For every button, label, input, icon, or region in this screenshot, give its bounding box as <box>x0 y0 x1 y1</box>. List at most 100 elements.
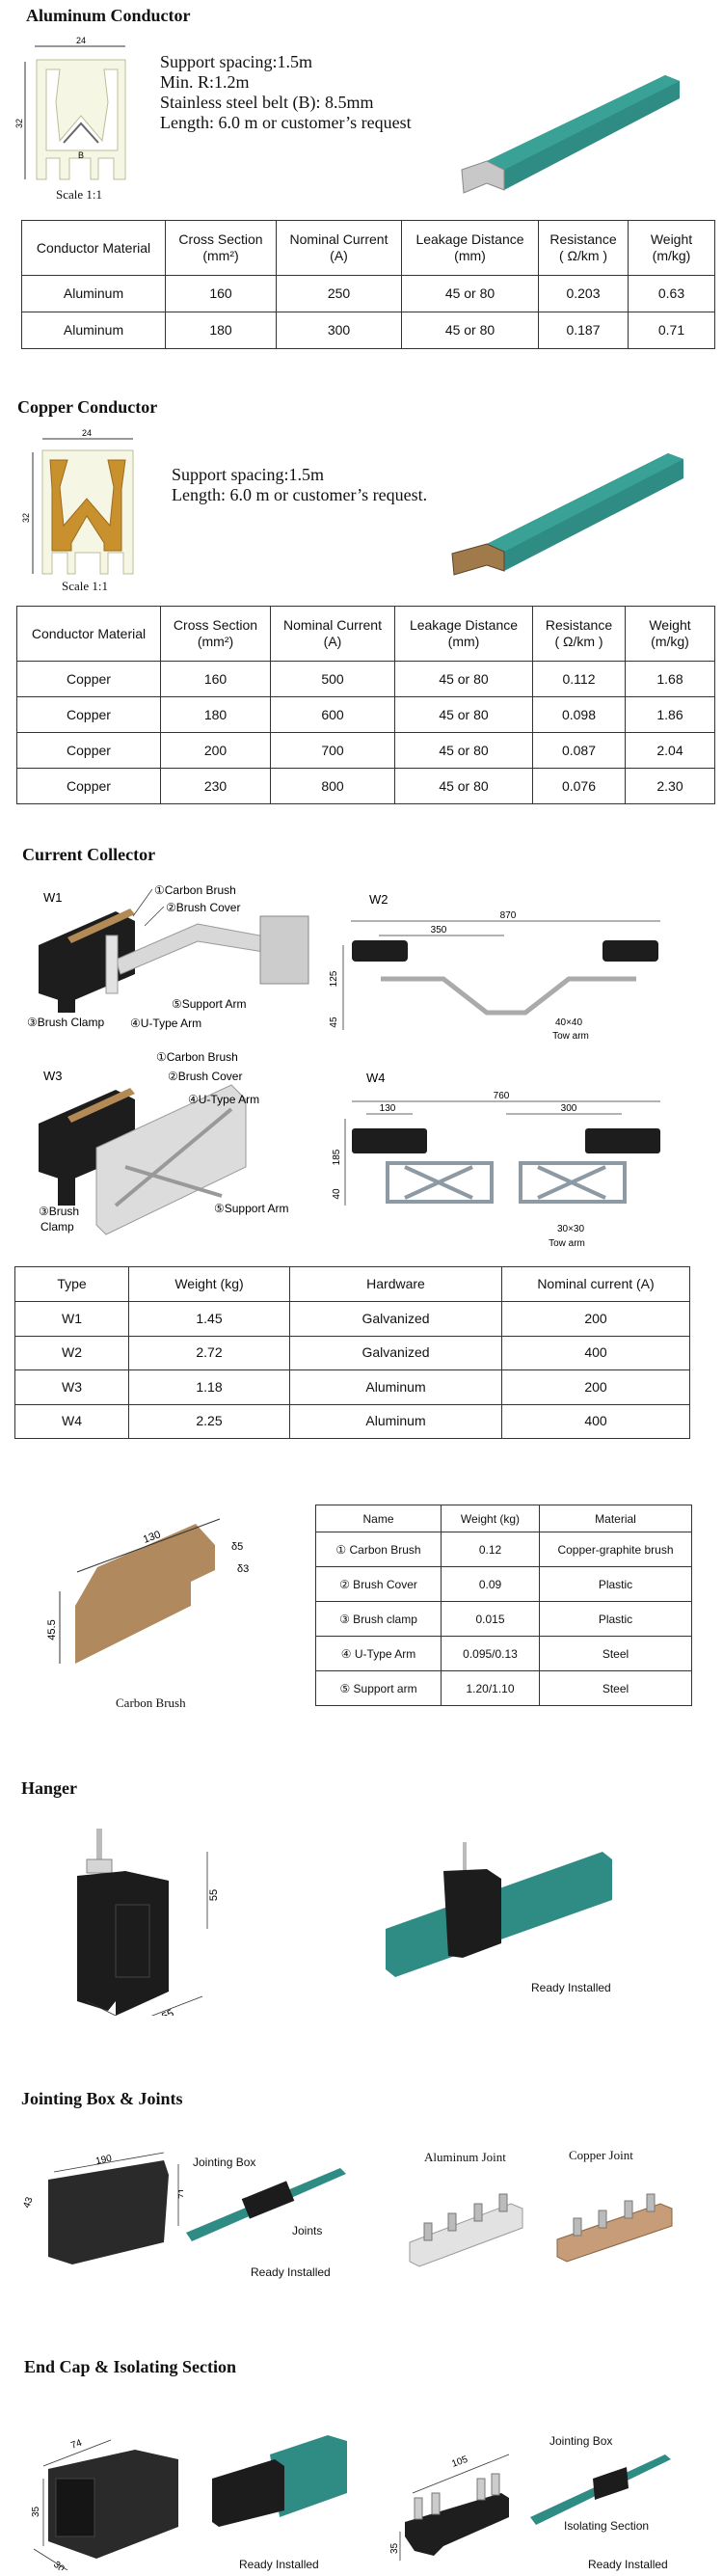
table-cell: 500 <box>270 661 395 697</box>
w1-collector-image <box>39 908 309 1013</box>
section-title-endcap: End Cap & Isolating Section <box>24 2357 237 2376</box>
column-header: Nominal Current (A) <box>270 606 395 662</box>
table-cell: 1.45 <box>128 1301 290 1337</box>
table-cell: Copper <box>16 661 161 697</box>
svg-text:32: 32 <box>14 119 24 128</box>
table-cell: 0.087 <box>532 732 626 769</box>
table-cell: Copper-graphite brush <box>539 1532 692 1567</box>
svg-text:Tow arm: Tow arm <box>552 1031 589 1042</box>
svg-text:24: 24 <box>82 429 92 438</box>
table-cell: 45 or 80 <box>401 275 539 312</box>
table-cell: 45 or 80 <box>394 768 533 804</box>
table-cell: 2.30 <box>625 768 715 804</box>
svg-text:130: 130 <box>380 1103 396 1114</box>
svg-text:③Brush Clamp: ③Brush Clamp <box>27 1016 104 1029</box>
aluminum-specs: Support spacing:1.5m Min. R:1.2m Stainle… <box>160 52 412 133</box>
copper-joint-image <box>556 2193 673 2263</box>
table-cell: W1 <box>14 1301 129 1337</box>
column-header: Resistance ( Ω/km ) <box>538 220 629 276</box>
svg-text:45.5: 45.5 <box>46 1619 58 1640</box>
table-cell: Galvanized <box>289 1301 502 1337</box>
svg-text:35: 35 <box>31 2506 41 2517</box>
table-cell: 0.076 <box>532 768 626 804</box>
table-cell: 0.203 <box>538 275 629 312</box>
isolating-section-label: Isolating Section <box>564 2519 650 2533</box>
aluminum-profile-drawing: 24 32 B <box>14 36 126 180</box>
column-header: Name <box>315 1505 442 1532</box>
table-cell: Copper <box>16 768 161 804</box>
svg-text:Clamp: Clamp <box>40 1220 74 1234</box>
carbon-brush-drawing: 130 δ5 δ3 45.5 <box>46 1518 249 1664</box>
table-cell: 0.112 <box>532 661 626 697</box>
table-cell: Plastic <box>539 1566 692 1602</box>
svg-text:105: 105 <box>450 2454 469 2470</box>
column-header: Hardware <box>289 1266 502 1302</box>
table-cell: 200 <box>160 732 271 769</box>
svg-text:40×40: 40×40 <box>555 1017 583 1028</box>
spec-line: Length: 6.0 m or customer’s request. <box>172 485 428 504</box>
table-cell: 400 <box>501 1335 690 1370</box>
table-cell: 180 <box>165 312 277 349</box>
column-header: Leakage Distance (mm) <box>401 220 539 276</box>
column-header: Nominal Current (A) <box>276 220 402 276</box>
column-header: Resistance ( Ω/km ) <box>532 606 626 662</box>
column-header: Weight (kg) <box>128 1266 290 1302</box>
svg-text:125: 125 <box>329 970 339 987</box>
svg-text:55: 55 <box>160 2008 175 2016</box>
table-cell: 0.71 <box>628 312 715 349</box>
svg-text:32: 32 <box>21 513 31 523</box>
table-cell: W3 <box>14 1369 129 1405</box>
table-cell: 1.20/1.10 <box>441 1670 540 1706</box>
section-title-joint: Jointing Box & Joints <box>21 2089 183 2108</box>
table-cell: Galvanized <box>289 1335 502 1370</box>
column-header: Cross Section (mm²) <box>160 606 271 662</box>
table-cell: 200 <box>501 1301 690 1337</box>
table-cell: 45 or 80 <box>394 732 533 769</box>
copper-specs: Support spacing:1.5m Length: 6.0 m or cu… <box>172 465 427 505</box>
aluminum-rail-image <box>461 75 680 194</box>
table-cell: Copper <box>16 732 161 769</box>
table-cell: 800 <box>270 768 395 804</box>
svg-text:④U-Type Arm: ④U-Type Arm <box>130 1017 201 1030</box>
spec-line: Support spacing:1.5m <box>172 465 324 484</box>
column-header: Conductor Material <box>21 220 166 276</box>
jointing-box-label: Jointing Box <box>193 2156 256 2169</box>
svg-text:71: 71 <box>177 2187 183 2199</box>
joints-label: Joints <box>292 2224 323 2237</box>
table-cell: Aluminum <box>289 1403 502 1439</box>
jointing-box-label: Jointing Box <box>549 2434 613 2448</box>
svg-text:350: 350 <box>431 925 447 935</box>
table-cell: 0.095/0.13 <box>441 1636 540 1671</box>
svg-text:Tow arm: Tow arm <box>549 1238 585 1249</box>
table-cell: 0.09 <box>441 1566 540 1602</box>
svg-text:⑤Support Arm: ⑤Support Arm <box>214 1202 288 1215</box>
section-title-hanger: Hanger <box>21 1778 77 1798</box>
table-cell: 0.015 <box>441 1601 540 1637</box>
column-header: Material <box>539 1505 692 1532</box>
table-cell: 1.86 <box>625 696 715 733</box>
table-cell: 300 <box>276 312 402 349</box>
table-cell: Copper <box>16 696 161 733</box>
svg-text:30: 30 <box>51 2560 67 2570</box>
table-cell: 230 <box>160 768 271 804</box>
table-cell: Steel <box>539 1670 692 1706</box>
ready-installed-label: Ready Installed <box>531 1981 611 1994</box>
svg-text:300: 300 <box>561 1103 577 1114</box>
table-cell: Aluminum <box>21 275 166 312</box>
table-cell: W4 <box>14 1403 129 1439</box>
table-cell: ⑤ Support arm <box>315 1670 442 1706</box>
table-cell: 45 or 80 <box>394 696 533 733</box>
table-cell: 250 <box>276 275 402 312</box>
svg-text:δ3: δ3 <box>237 1563 249 1575</box>
section-title-collector: Current Collector <box>22 845 156 864</box>
